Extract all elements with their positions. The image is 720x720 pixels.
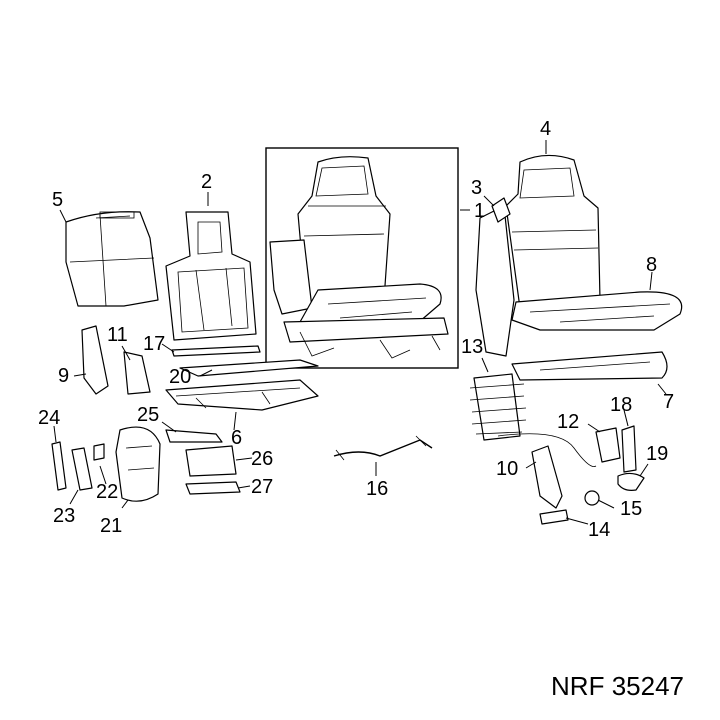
callout-18: 18 xyxy=(610,394,632,416)
callout-13: 13 xyxy=(461,336,483,358)
callout-14: 14 xyxy=(588,519,610,541)
callout-9: 9 xyxy=(58,365,69,387)
part-left-lower-parts xyxy=(51,325,319,502)
part-seat-back-frame xyxy=(165,211,257,341)
callout-23: 23 xyxy=(53,505,75,527)
part-seat-back-cover xyxy=(65,211,159,307)
callout-16: 16 xyxy=(366,478,388,500)
leader-lines xyxy=(53,140,667,525)
part-number: 35247 xyxy=(611,671,684,701)
callout-22: 22 xyxy=(96,481,118,503)
callout-15: 15 xyxy=(620,498,642,520)
callout-8: 8 xyxy=(646,254,657,276)
callout-27: 27 xyxy=(251,476,273,498)
part-lumbar-support xyxy=(469,373,527,441)
callout-20: 20 xyxy=(169,366,191,388)
callout-5: 5 xyxy=(52,189,63,211)
callout-10: 10 xyxy=(496,458,518,480)
callout-1: 1 xyxy=(474,200,485,222)
part-seat-assembly-right xyxy=(475,154,683,381)
callout-3: 3 xyxy=(471,177,482,199)
callout-7: 7 xyxy=(663,391,674,413)
callout-4: 4 xyxy=(540,118,551,140)
part-wire-harness xyxy=(333,435,433,461)
callout-11: 11 xyxy=(107,324,128,346)
callout-12: 12 xyxy=(557,411,579,433)
callout-25: 25 xyxy=(137,404,159,426)
callout-26: 26 xyxy=(251,448,273,470)
brand-name: NRF xyxy=(551,671,605,701)
part-recliner-cluster xyxy=(497,425,645,525)
callout-21: 21 xyxy=(100,515,122,537)
callout-2: 2 xyxy=(201,171,212,193)
callout-24: 24 xyxy=(38,407,60,429)
callout-17: 17 xyxy=(143,333,165,355)
callout-labels: 1 2 3 4 5 6 7 8 9 10 11 12 13 14 15 16 1… xyxy=(38,118,674,541)
assembled-seat-inset xyxy=(265,147,459,369)
callout-6: 6 xyxy=(231,427,242,449)
brand-part-number: NRF 35247 xyxy=(551,671,684,702)
callout-19: 19 xyxy=(646,443,668,465)
